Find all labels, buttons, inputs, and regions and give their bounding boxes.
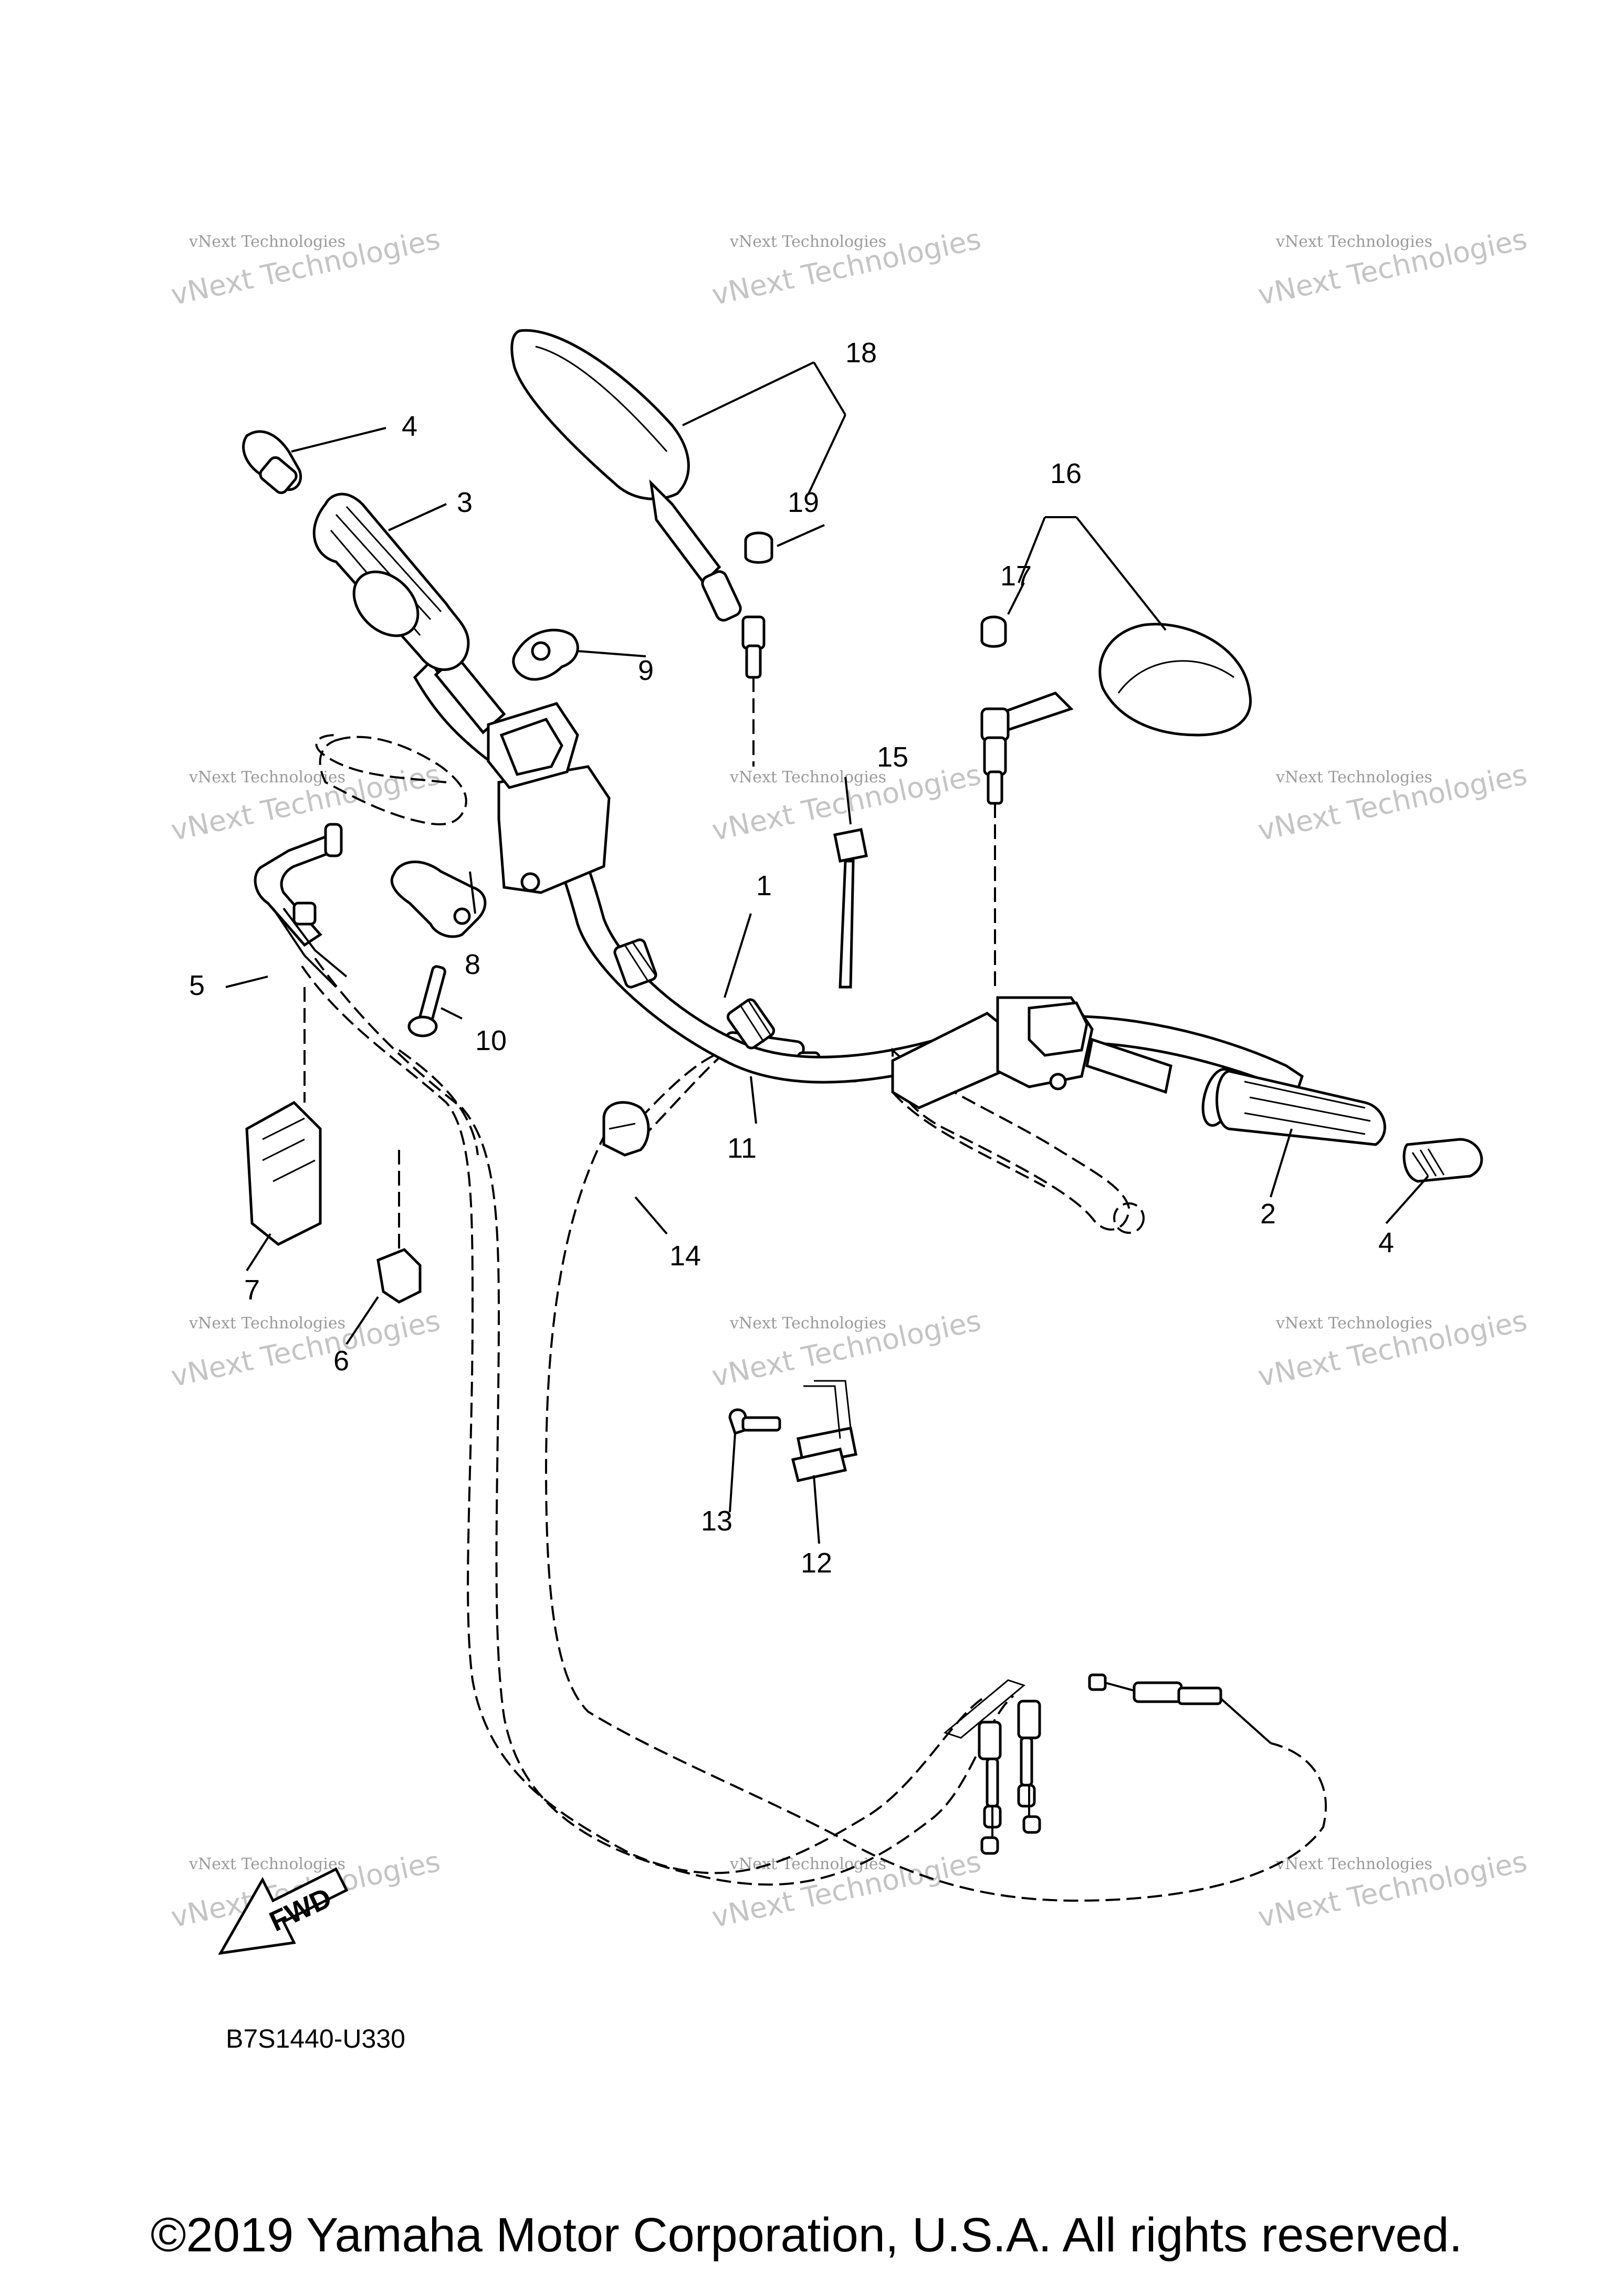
callout-4-right: 4 bbox=[1378, 1227, 1394, 1259]
watermark-small: vNext Technologies bbox=[729, 1314, 886, 1333]
watermark-small: vNext Technologies bbox=[1275, 768, 1432, 787]
callout-2: 2 bbox=[1260, 1198, 1276, 1230]
callout-labels: 1 2 3 4 4 5 6 7 8 9 10 11 12 13 14 15 16… bbox=[189, 337, 1394, 1579]
clamp-and-bolt bbox=[390, 861, 487, 1037]
copyright-notice: ©2019 Yamaha Motor Corporation, U.S.A. A… bbox=[150, 2208, 1463, 2262]
callout-1: 1 bbox=[756, 870, 772, 901]
callout-13: 13 bbox=[701, 1505, 732, 1537]
callout-7: 7 bbox=[244, 1274, 260, 1306]
left-grip bbox=[242, 430, 506, 735]
callout-leaders bbox=[225, 361, 1429, 1544]
callout-11: 11 bbox=[727, 1133, 757, 1164]
watermark-small: vNext Technologies bbox=[188, 1855, 345, 1873]
watermark-small: vNext Technologies bbox=[1275, 1314, 1432, 1333]
callout-16: 16 bbox=[1050, 458, 1082, 489]
callout-3: 3 bbox=[457, 487, 473, 518]
throttle-cables bbox=[301, 957, 1327, 1902]
cable-junction bbox=[254, 823, 348, 988]
watermark-small: vNext Technologies bbox=[188, 768, 345, 787]
callout-6: 6 bbox=[333, 1345, 349, 1377]
mirror-caps bbox=[744, 531, 1007, 648]
cable-clamp bbox=[602, 1101, 650, 1157]
callout-17: 17 bbox=[1000, 560, 1032, 592]
cable-band bbox=[833, 828, 868, 989]
drawing-code: B7S1440-U330 bbox=[226, 2024, 405, 2053]
right-grip bbox=[1201, 1067, 1483, 1183]
watermark-small: vNext Technologies bbox=[188, 1314, 345, 1333]
left-lever-assembly bbox=[315, 628, 611, 894]
watermark-small: vNext Technologies bbox=[1275, 1855, 1432, 1873]
callout-14: 14 bbox=[669, 1240, 701, 1272]
callout-12: 12 bbox=[801, 1547, 832, 1579]
callout-4-left: 4 bbox=[402, 411, 417, 442]
right-lever-assembly bbox=[891, 996, 1172, 1234]
callout-9: 9 bbox=[638, 655, 654, 686]
callout-5: 5 bbox=[189, 970, 205, 1001]
right-mirror bbox=[980, 623, 1252, 987]
callout-8: 8 bbox=[465, 949, 480, 980]
callout-15: 15 bbox=[877, 741, 908, 773]
callout-10: 10 bbox=[475, 1025, 507, 1056]
watermark-small: vNext Technologies bbox=[1275, 233, 1432, 251]
watermark-small: vNext Technologies bbox=[729, 768, 886, 787]
holder-and-clip bbox=[245, 987, 422, 1304]
callout-19: 19 bbox=[788, 487, 819, 518]
bracket-and-bolt bbox=[728, 1380, 857, 1482]
watermark-small: vNext Technologies bbox=[188, 233, 345, 251]
watermark-small: vNext Technologies bbox=[729, 233, 886, 251]
watermark-small: vNext Technologies bbox=[729, 1855, 886, 1873]
cable-ends bbox=[943, 1673, 1272, 1855]
callout-18: 18 bbox=[845, 337, 877, 369]
left-mirror bbox=[510, 329, 766, 767]
